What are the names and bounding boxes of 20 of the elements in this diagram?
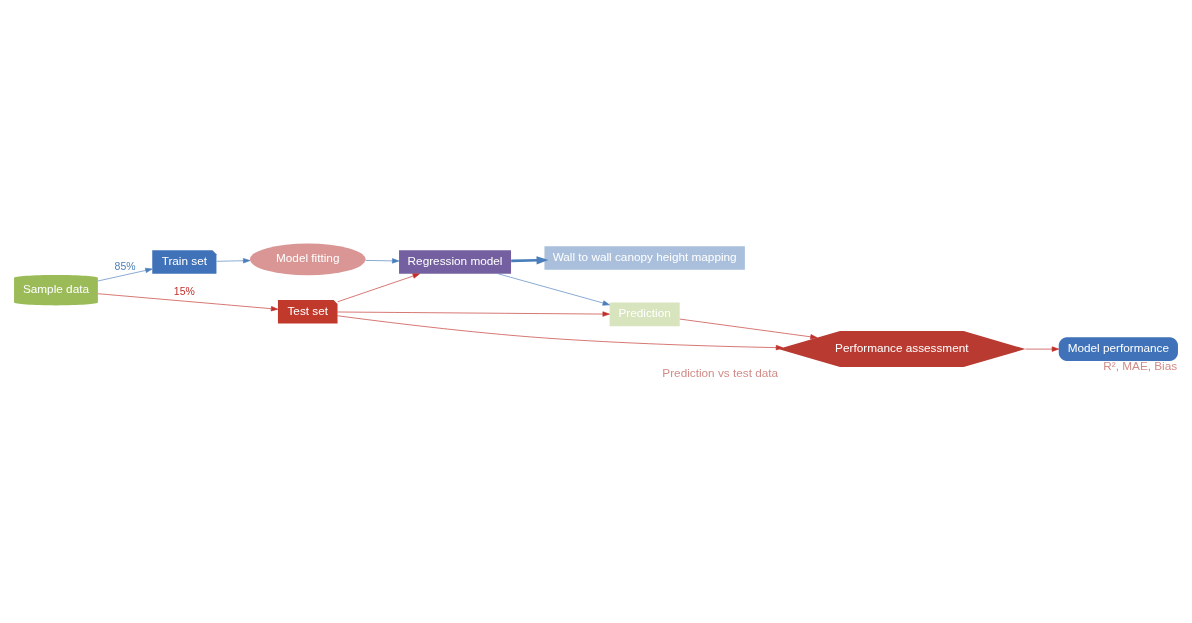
arrow xyxy=(511,255,549,264)
arrow xyxy=(337,310,610,317)
edge-label: 15% xyxy=(173,285,195,297)
edge-label: 85% xyxy=(114,260,136,272)
node-label: Prediction vs test data xyxy=(662,365,779,379)
node-box: Model performance xyxy=(1058,336,1178,361)
arrow xyxy=(97,267,153,281)
arrow xyxy=(337,272,420,302)
arrow xyxy=(97,292,279,311)
arrow xyxy=(216,257,251,263)
node-label: R², MAE, Bias xyxy=(1103,358,1178,372)
node-box: Prediction xyxy=(609,302,680,326)
arrow xyxy=(679,318,818,339)
arrow xyxy=(365,257,400,263)
node-ellipse: Model fitting xyxy=(249,243,366,275)
node-box: Wall to wall canopy height mapping xyxy=(544,245,745,270)
arrow xyxy=(497,273,610,306)
arrow xyxy=(1025,346,1059,352)
arrow xyxy=(337,314,784,350)
node-box: Regression model xyxy=(399,249,512,274)
